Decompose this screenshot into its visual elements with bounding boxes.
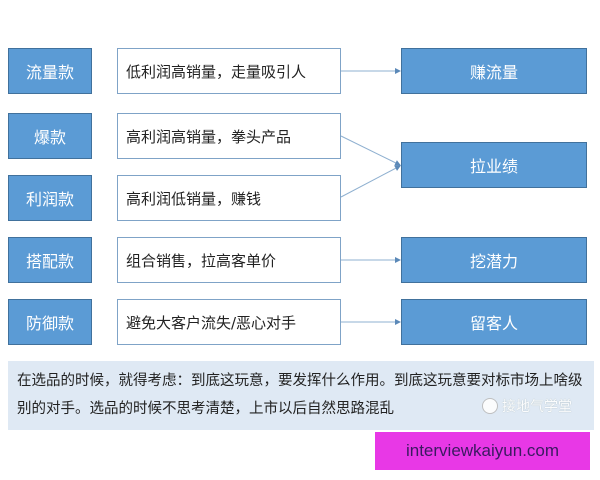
note-text: 在选品的时候，就得考虑：到底这玩意，要发挥什么作用。到底这玩意要对标市场上啥级别… (17, 373, 583, 417)
note-box: 在选品的时候，就得考虑：到底这玩意，要发挥什么作用。到底这玩意要对标市场上啥级别… (8, 361, 594, 430)
desc-label: 低利润高销量，走量吸引人 (126, 62, 307, 81)
goal-box-potential: 挖潜力 (401, 237, 587, 283)
type-label: 防御款 (25, 314, 74, 333)
type-label: 利润款 (25, 190, 74, 209)
desc-box-defense: 避免大客户流失/恶心对手 (117, 299, 341, 345)
desc-label: 组合销售，拉高客单价 (126, 251, 277, 270)
desc-box-bundle: 组合销售，拉高客单价 (117, 237, 341, 283)
site-banner-text: interviewkaiyun.com (405, 441, 560, 460)
goal-box-traffic: 赚流量 (401, 48, 587, 94)
goal-label: 拉业绩 (469, 157, 518, 176)
type-box-bundle: 搭配款 (8, 237, 92, 283)
type-box-defense: 防御款 (8, 299, 92, 345)
wechat-icon (482, 398, 498, 414)
desc-label: 避免大客户流失/恶心对手 (126, 313, 297, 332)
goal-box-sales: 拉业绩 (401, 142, 587, 188)
goal-label: 挖潜力 (469, 252, 518, 271)
type-label: 爆款 (33, 128, 66, 147)
arrow-hit (340, 135, 401, 166)
type-label: 流量款 (25, 63, 74, 82)
watermark-label: 接地气学堂 (502, 399, 572, 415)
watermark: 接地气学堂 (482, 396, 572, 416)
type-label: 搭配款 (25, 252, 74, 271)
desc-box-traffic: 低利润高销量，走量吸引人 (117, 48, 341, 94)
type-box-hit: 爆款 (8, 113, 92, 159)
site-banner: interviewkaiyun.com (375, 432, 590, 470)
desc-label: 高利润高销量，拳头产品 (126, 127, 292, 146)
desc-label: 高利润低销量，赚钱 (126, 189, 262, 208)
goal-label: 赚流量 (469, 63, 518, 82)
goal-label: 留客人 (469, 314, 518, 333)
arrow-profit (340, 165, 401, 198)
goal-box-retain: 留客人 (401, 299, 587, 345)
type-box-profit: 利润款 (8, 175, 92, 221)
desc-box-profit: 高利润低销量，赚钱 (117, 175, 341, 221)
type-box-traffic: 流量款 (8, 48, 92, 94)
desc-box-hit: 高利润高销量，拳头产品 (117, 113, 341, 159)
